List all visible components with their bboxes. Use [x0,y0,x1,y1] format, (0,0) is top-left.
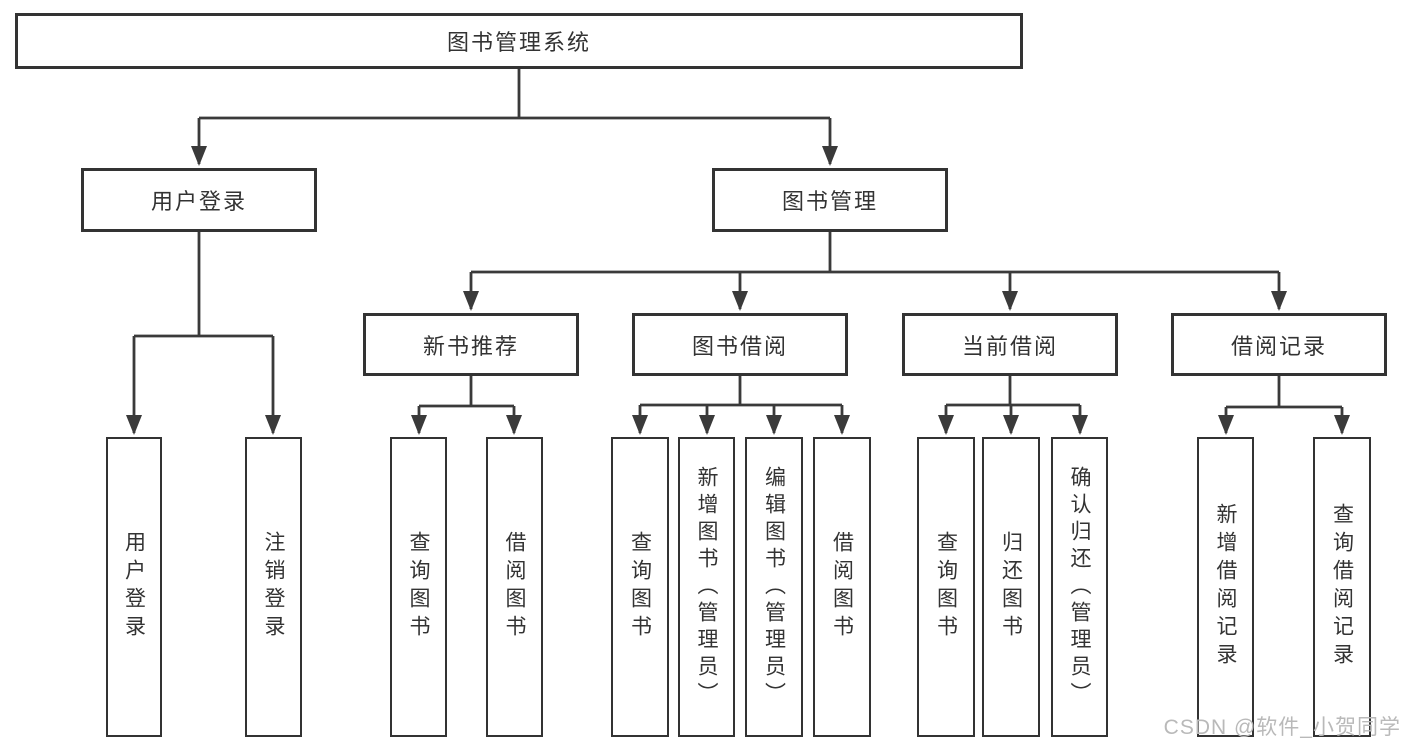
leaf-label: 归还图书 [999,531,1023,643]
leaf-query-borrow-record: 查询借阅记录 [1313,437,1371,737]
node-current-borrow: 当前借阅 [902,313,1118,376]
leaf-label: 用户登录 [122,531,146,643]
leaf-label: 查询借阅记录 [1330,503,1354,671]
leaf-label: 新增图书（管理员） [695,465,718,709]
leaf-add-book-admin: 新增图书（管理员） [678,437,735,737]
node-book-management: 图书管理 [712,168,948,232]
leaf-borrow-books-borrow: 借阅图书 [813,437,871,737]
leaf-logout-login: 注销登录 [245,437,302,737]
leaf-edit-book-admin: 编辑图书（管理员） [745,437,803,737]
leaf-borrow-books-recommend: 借阅图书 [486,437,543,737]
leaf-user-login: 用户登录 [106,437,162,737]
leaf-query-books-recommend: 查询图书 [390,437,447,737]
leaf-query-books-current: 查询图书 [917,437,975,737]
node-borrow-records: 借阅记录 [1171,313,1387,376]
leaf-label: 查询图书 [407,531,430,643]
leaf-confirm-return-admin: 确认归还（管理员） [1051,437,1108,737]
leaf-label: 确认归还（管理员） [1068,465,1091,709]
leaf-return-book: 归还图书 [982,437,1040,737]
leaf-label: 新增借阅记录 [1214,503,1237,671]
leaf-label: 查询图书 [628,531,652,643]
leaf-label: 注销登录 [262,531,285,643]
leaf-label: 查询图书 [934,531,958,643]
node-new-book-recommend: 新书推荐 [363,313,579,376]
leaf-label: 编辑图书（管理员） [762,465,786,709]
node-user-login: 用户登录 [81,168,317,232]
node-book-borrow: 图书借阅 [632,313,848,376]
leaf-label: 借阅图书 [830,531,854,643]
node-root-system: 图书管理系统 [15,13,1023,69]
leaf-add-borrow-record: 新增借阅记录 [1197,437,1254,737]
leaf-query-books-borrow: 查询图书 [611,437,669,737]
leaf-label: 借阅图书 [503,531,526,643]
csdn-watermark: CSDN @软件_小贺同学 [1163,716,1401,739]
